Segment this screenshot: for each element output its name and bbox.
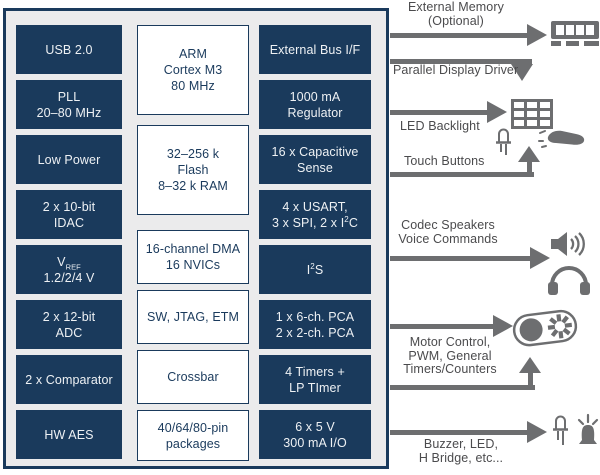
timers-arrow-bend: [528, 373, 533, 387]
codec-label: Codec Speakers Voice Commands: [398, 218, 498, 246]
external-memory-arrow: [390, 33, 527, 38]
motor-label: Motor Control, PWM, General Timers/Count…: [403, 335, 497, 376]
buzzer-arrowhead: [527, 421, 547, 443]
motor-icon: [512, 309, 578, 347]
memory-module-icon: [551, 21, 599, 46]
swipe-hand-icon: [538, 130, 585, 148]
speaker-icon: [551, 232, 585, 256]
led-backlight-label: LED Backlight: [400, 119, 480, 133]
block-i2s: I2S: [259, 245, 371, 294]
external-memory-label: External Memory (Optional): [408, 0, 504, 28]
headphones-icon: [548, 266, 590, 295]
block-crossbar: Crossbar: [137, 350, 249, 404]
touch-buttons-arrow: [390, 172, 534, 177]
led-icon: [553, 415, 568, 445]
block-low-power: Low Power: [16, 135, 122, 184]
block-serial: 4 x USART,3 x SPI, 2 x I2C: [259, 190, 371, 239]
led-backlight-arrowhead: [487, 101, 507, 123]
buzzer-arrow: [390, 430, 527, 435]
led-backlight-arrow: [390, 110, 487, 115]
external-memory-arrowhead: [527, 24, 547, 46]
led-icon: [496, 128, 511, 155]
parallel-display-arrow: [390, 59, 532, 64]
timers-arrow: [390, 385, 535, 390]
block-usb: USB 2.0: [16, 25, 122, 74]
codec-audio-arrow: [390, 256, 530, 261]
timers-arrowhead: [519, 357, 541, 373]
display-grid-icon: [511, 99, 553, 129]
touch-buttons-arrow-bend: [527, 161, 532, 174]
block-timers: 4 Timers +LP TImer: [259, 355, 371, 404]
block-external-bus: External Bus I/F: [259, 25, 371, 74]
touch-buttons-arrowhead: [518, 146, 540, 162]
parallel-display-label: Parallel Display Driver: [393, 63, 519, 77]
block-debug: SW, JTAG, ETM: [137, 290, 249, 344]
motor-arrowhead: [493, 315, 513, 337]
motor-arrow: [390, 324, 493, 329]
buzzer-label: Buzzer, LED, H Bridge, etc...: [418, 437, 504, 465]
codec-audio-arrowhead: [530, 247, 550, 269]
parallel-display-arrowhead: [511, 64, 533, 81]
buzzer-icon: [577, 413, 599, 444]
block-hw-aes: HW AES: [16, 410, 122, 459]
touch-buttons-label: Touch Buttons: [404, 154, 485, 168]
block-comparator: 2 x Comparator: [16, 355, 122, 404]
